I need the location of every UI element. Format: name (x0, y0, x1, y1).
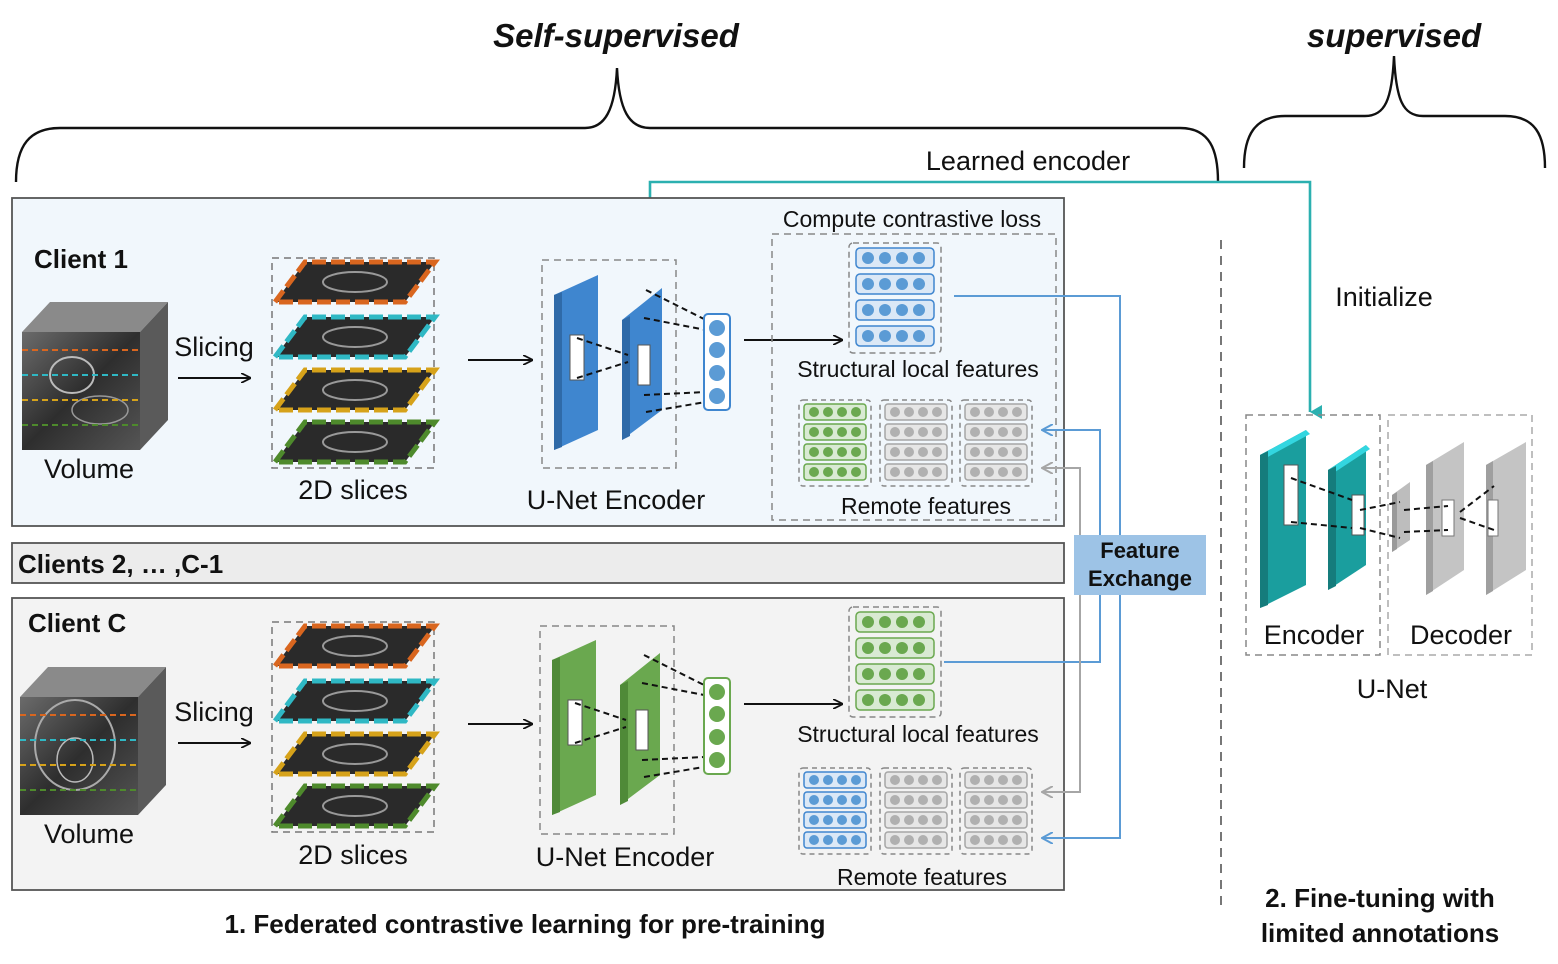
clients-mid-label: Clients 2, … ,C-1 (18, 549, 223, 579)
clients-mid-bar (11, 542, 1065, 584)
client1-slicing-label: Slicing (174, 332, 254, 362)
unet-decoder-blocks (1359, 442, 1526, 595)
client1-encoder-box (541, 259, 677, 469)
client1-encoder-blocks (554, 275, 731, 450)
caption-right-line2: limited annotations (1261, 918, 1499, 948)
client1-volume-label: Volume (44, 454, 134, 484)
client1-local-feature-grid (848, 242, 942, 354)
unet-encoder-blocks (1260, 430, 1370, 608)
self-supervised-label: Self-supervised (493, 17, 740, 54)
self-supervised-brace (14, 67, 1220, 183)
initialize-label: Initialize (1335, 282, 1433, 312)
unet-decoder-box (1387, 414, 1533, 656)
clientC-remote-label: Remote features (837, 864, 1007, 890)
unet-decoder-label: Decoder (1410, 620, 1512, 650)
clientC-encoder-label: U-Net Encoder (536, 842, 715, 872)
clientC-title: Client C (28, 608, 126, 638)
client1-slices-label: 2D slices (298, 475, 408, 505)
clientC-local-feature-grid (848, 606, 942, 718)
clientC-encoder-blocks (552, 640, 731, 815)
clientC-remote-feature-grids (798, 767, 1033, 855)
clientC-slices-label: 2D slices (298, 840, 408, 870)
feature-exchange-box (1074, 535, 1206, 595)
client1-structural-label: Structural local features (797, 356, 1039, 382)
clientC-volume-label: Volume (44, 819, 134, 849)
clientC-volume-cube (20, 667, 166, 815)
clientC-slices-box (271, 621, 435, 833)
supervised-brace (1242, 55, 1547, 169)
client1-slices-box (271, 257, 435, 469)
client1-title: Client 1 (34, 244, 128, 274)
clientC-structural-label: Structural local features (797, 721, 1039, 747)
client1-encoder-label: U-Net Encoder (527, 485, 706, 515)
unet-encoder-label: Encoder (1264, 620, 1365, 650)
client1-contrastive-box (771, 233, 1057, 521)
clientC-slice-stack (270, 623, 440, 829)
unet-title: U-Net (1357, 674, 1428, 704)
client1-contrastive-label: Compute contrastive loss (783, 206, 1041, 232)
client1-remote-label: Remote features (841, 493, 1011, 519)
clientC-encoder-box (539, 625, 675, 835)
feature-exchange-line1: Feature (1100, 538, 1179, 563)
caption-right-line1: 2. Fine-tuning with (1265, 883, 1495, 913)
client1-remote-feature-grids (798, 399, 1033, 487)
learned-encoder-label: Learned encoder (926, 146, 1130, 176)
caption-left: 1. Federated contrastive learning for pr… (224, 909, 825, 939)
client1-slice-stack (270, 259, 440, 465)
unet-encoder-box (1245, 414, 1381, 656)
clientC-slicing-label: Slicing (174, 697, 254, 727)
client1-volume-cube (22, 302, 168, 450)
supervised-label: supervised (1307, 17, 1482, 54)
feature-exchange-line2: Exchange (1088, 566, 1192, 591)
